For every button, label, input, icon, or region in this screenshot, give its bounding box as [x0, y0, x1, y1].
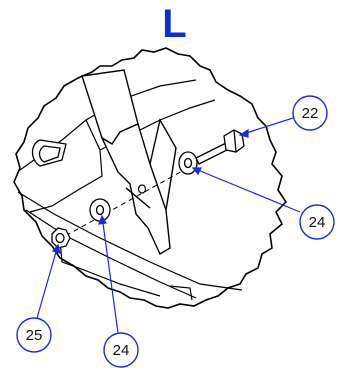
view-label: L [162, 2, 187, 46]
callout-24-lower: 24 [103, 332, 139, 368]
bracket-hole [137, 184, 147, 194]
bracket-icon [81, 69, 177, 256]
callout-25: 25 [16, 317, 52, 353]
callout-22: 22 [292, 95, 328, 131]
washer-icon-2 [89, 198, 111, 222]
nut-icon [51, 227, 71, 249]
washer-icon [178, 151, 198, 175]
callout-22-text: 22 [302, 105, 319, 122]
bolt-icon [195, 129, 245, 165]
frame-slot [31, 139, 67, 167]
callout-24-upper-text: 24 [309, 214, 326, 231]
callout-24-upper: 24 [299, 204, 335, 240]
leader-lines [36, 117, 301, 334]
callout-25-text: 25 [26, 327, 43, 344]
callout-24-lower-text: 24 [113, 342, 130, 359]
